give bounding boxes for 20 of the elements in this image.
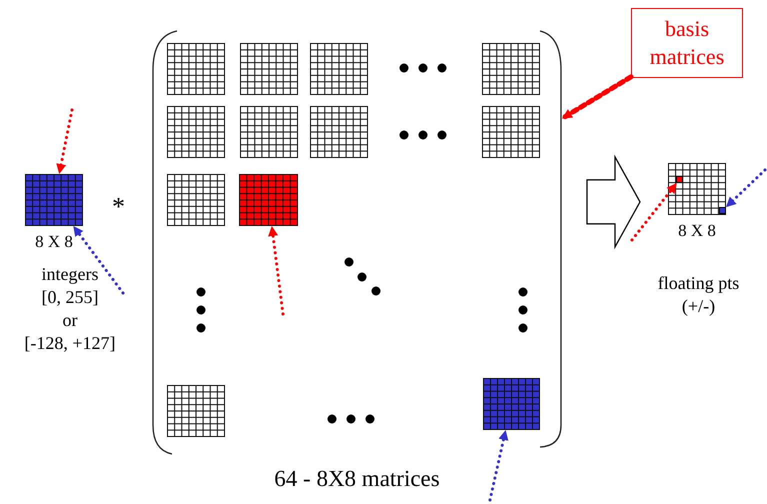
value-type-text: floating pts — [658, 272, 740, 295]
dotted-arrow — [560, 74, 634, 122]
value-range-text: [0, 255] — [42, 286, 98, 309]
matrix-size-label: 8 X 8 — [678, 220, 716, 242]
dotted-arrow — [72, 224, 124, 294]
dotted-arrow — [56, 108, 74, 176]
matrix-size-label: 8 X 8 — [35, 231, 73, 253]
dotted-arrow — [630, 182, 678, 242]
value-range-text: [-128, +127] — [24, 332, 116, 355]
dotted-arrow — [488, 428, 508, 502]
value-type-text: (+/-) — [682, 295, 716, 318]
value-range-text: or — [62, 309, 78, 332]
block-arrow — [586, 154, 641, 250]
multiply-sign: * — [112, 194, 125, 220]
dotted-arrow — [268, 224, 284, 316]
callout-box — [631, 8, 743, 78]
dotted-arrow — [724, 168, 766, 209]
callout-text: basis matrices — [648, 15, 726, 71]
value-range-text: integers — [42, 263, 98, 286]
caption-text: 64 - 8X8 matrices — [274, 465, 440, 493]
